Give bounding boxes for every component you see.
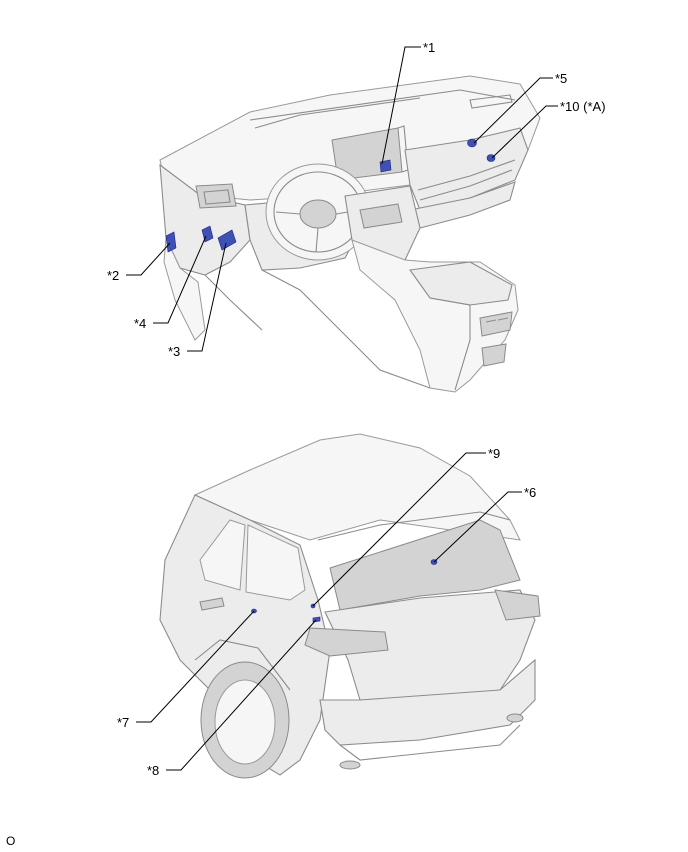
leader-8 xyxy=(166,619,317,771)
callout-8: *8 xyxy=(147,763,159,778)
leader-3 xyxy=(187,242,227,352)
callout-5: *5 xyxy=(555,71,567,86)
marker-2 xyxy=(165,231,177,253)
leader-7 xyxy=(136,610,255,723)
callout-9: *9 xyxy=(488,446,500,461)
leader-9 xyxy=(312,452,486,607)
leader-4 xyxy=(153,235,207,324)
figure-code: O xyxy=(6,834,16,848)
callout-2: *2 xyxy=(107,268,119,283)
marker-8 xyxy=(312,616,321,623)
vehicle-rear-illustration xyxy=(159,433,541,779)
instrument-panel-illustration xyxy=(159,75,541,393)
marker-10 xyxy=(486,154,496,162)
leader-2 xyxy=(126,242,171,276)
leader-1 xyxy=(381,46,421,165)
marker-5 xyxy=(467,138,477,148)
callout-1: *1 xyxy=(423,40,435,55)
leader-lines xyxy=(126,46,558,771)
leader-6 xyxy=(433,491,522,563)
callout-3: *3 xyxy=(168,344,180,359)
marker-1 xyxy=(379,159,392,173)
callout-10: *10 (*A) xyxy=(560,99,606,114)
leader-5 xyxy=(473,77,553,144)
leader-10 xyxy=(491,105,558,159)
callout-7: *7 xyxy=(117,715,129,730)
callout-6: *6 xyxy=(524,485,536,500)
callout-4: *4 xyxy=(134,316,146,331)
marker-3 xyxy=(217,229,237,251)
callout-labels: *1 *2 *3 *4 *5 *6 *7 *8 *9 *10 (*A) xyxy=(107,40,606,778)
